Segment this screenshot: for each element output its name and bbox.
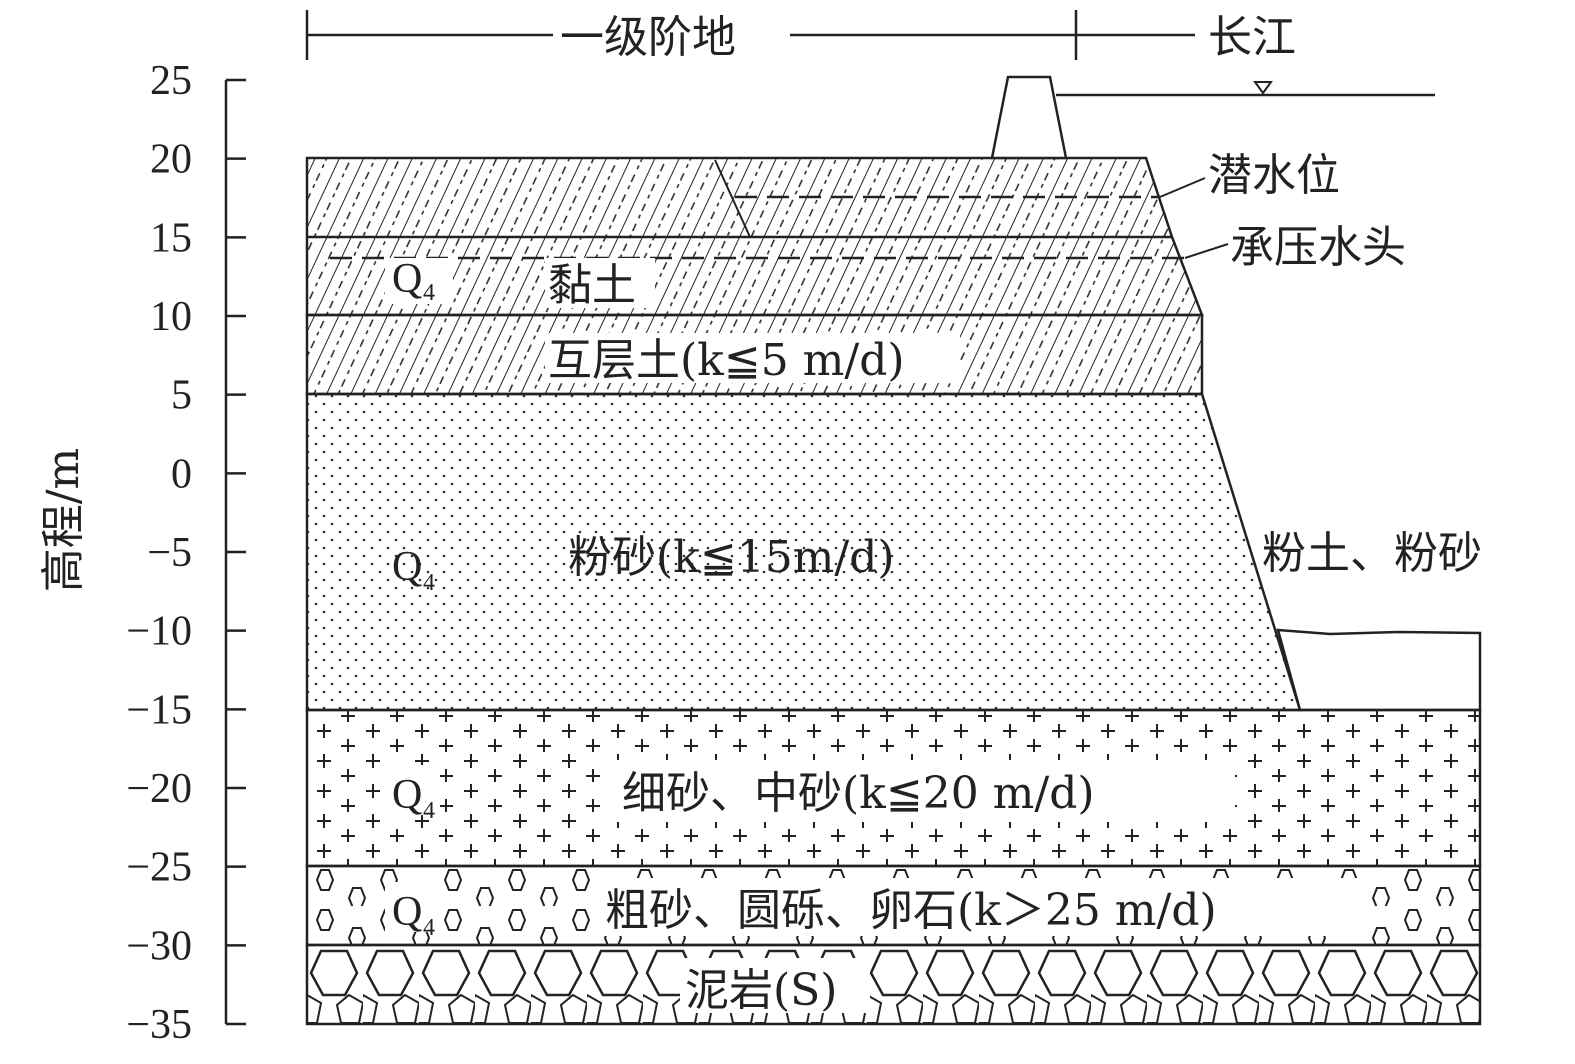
svg-text:Q: Q — [392, 544, 422, 590]
confined-head-label: 承压水头 — [1230, 222, 1406, 273]
svg-text:4: 4 — [423, 915, 435, 941]
dimension-line — [305, 10, 1195, 60]
svg-text:细砂、中砂(k≦20 m/d): 细砂、中砂(k≦20 m/d) — [622, 768, 1095, 819]
levee — [990, 75, 1068, 160]
y-tick-label: −20 — [126, 766, 192, 812]
phreatic-leader — [1159, 177, 1206, 198]
water-level-triangle-icon — [1253, 81, 1273, 95]
y-tick-label: −5 — [147, 530, 192, 576]
river-label: 长江 — [1208, 12, 1296, 63]
y-axis-label: 高程/m — [38, 448, 89, 593]
svg-text:粗砂、圆砾、卵石(k＞25 m/d): 粗砂、圆砾、卵石(k＞25 m/d) — [605, 885, 1217, 936]
y-tick-label: −35 — [126, 1002, 192, 1048]
y-tick-label: −10 — [126, 609, 192, 655]
svg-text:4: 4 — [423, 798, 435, 824]
svg-text:互层土(k≦5 m/d): 互层土(k≦5 m/d) — [548, 335, 905, 386]
bank-fill — [1276, 628, 1482, 712]
svg-text:Q: Q — [392, 256, 422, 302]
y-tick-label: 5 — [171, 373, 192, 419]
svg-text:4: 4 — [423, 570, 435, 596]
y-tick-label: 0 — [171, 451, 192, 497]
svg-text:Q: Q — [392, 772, 422, 818]
svg-text:Q: Q — [392, 889, 422, 935]
inner-boundary — [714, 159, 751, 238]
y-tick-label: 20 — [150, 137, 192, 183]
svg-text:黏土: 黏土 — [548, 260, 636, 311]
phreatic-label: 潜水位 — [1208, 150, 1340, 201]
mudstone-layer — [305, 943, 1482, 1026]
y-axis: 25 20 15 10 5 0 −5 −10 −15 −20 −25 −30 −35 — [126, 58, 246, 1048]
svg-text:4: 4 — [423, 280, 435, 306]
y-tick-label: −15 — [126, 687, 192, 733]
y-tick-label: −30 — [126, 923, 192, 969]
y-tick-label: 10 — [150, 294, 192, 340]
confined-head-leader — [1184, 243, 1229, 259]
svg-text:泥岩(S): 泥岩(S) — [685, 965, 837, 1016]
terrace-label: 一级阶地 — [560, 12, 736, 63]
y-tick-label: 15 — [150, 215, 192, 261]
label-interbedded: 互层土(k≦5 m/d) — [545, 333, 960, 386]
bank-label: 粉土、粉砂 — [1262, 528, 1482, 579]
y-tick-label: 25 — [150, 58, 192, 104]
label-mudstone: 泥岩(S) — [680, 958, 870, 1016]
svg-text:粉砂(k≦15m/d): 粉砂(k≦15m/d) — [568, 532, 895, 583]
y-tick-label: −25 — [126, 845, 192, 891]
